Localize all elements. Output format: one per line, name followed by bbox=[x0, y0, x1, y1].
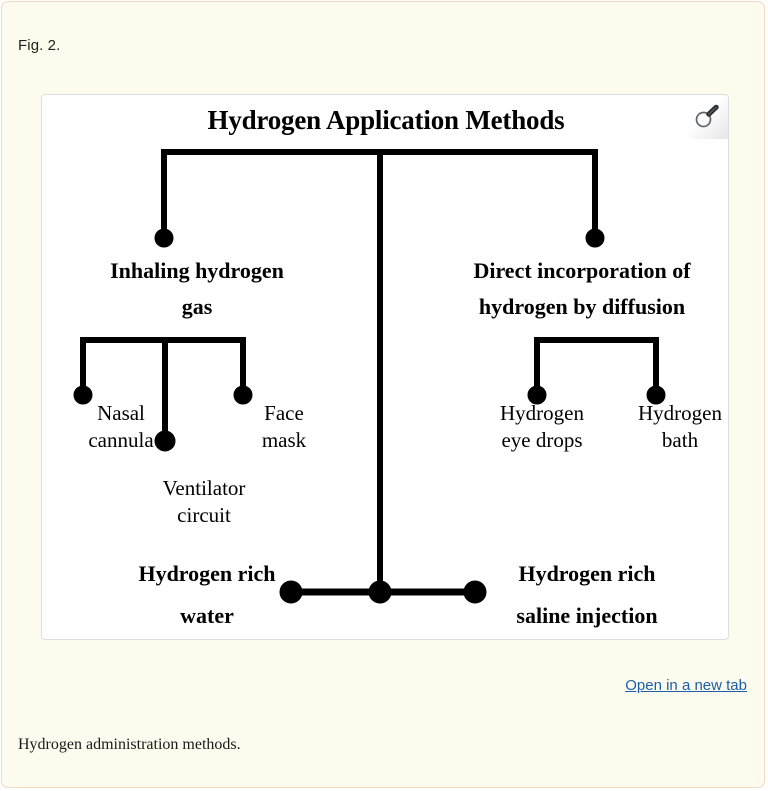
open-in-new-tab-link[interactable]: Open in a new tab bbox=[625, 677, 747, 694]
zoom-figure-button[interactable] bbox=[684, 95, 728, 139]
node-hydrogen-bath: Hydrogen bath bbox=[638, 401, 722, 453]
node-hydrogen-rich-saline-injection: Hydrogen rich saline injection bbox=[516, 561, 658, 628]
node-face-mask: Face mask bbox=[261, 401, 307, 453]
magnifier-icon bbox=[695, 104, 719, 128]
node-ventilator-circuit: Ventilator circuit bbox=[162, 476, 246, 528]
node-inhaling-hydrogen-gas: Inhaling hydrogen gas bbox=[110, 258, 284, 320]
node-hydrogen-rich-water: Hydrogen rich water bbox=[138, 561, 276, 628]
diagram-title: Hydrogen Application Methods bbox=[207, 105, 565, 135]
diagram-linework bbox=[73, 149, 666, 604]
figure-image-panel[interactable]: Hydrogen Application Methods Inhaling hy… bbox=[41, 94, 729, 640]
node-hydrogen-eye-drops: Hydrogen eye drops bbox=[500, 401, 584, 453]
node-direct-incorporation: Direct incorporation of hydrogen by diff… bbox=[473, 258, 691, 320]
node-nasal-cannula: Nasal cannula bbox=[88, 401, 154, 453]
figure-caption: Hydrogen administration methods. bbox=[18, 736, 241, 753]
figure-number-label: Fig. 2. bbox=[18, 37, 61, 54]
